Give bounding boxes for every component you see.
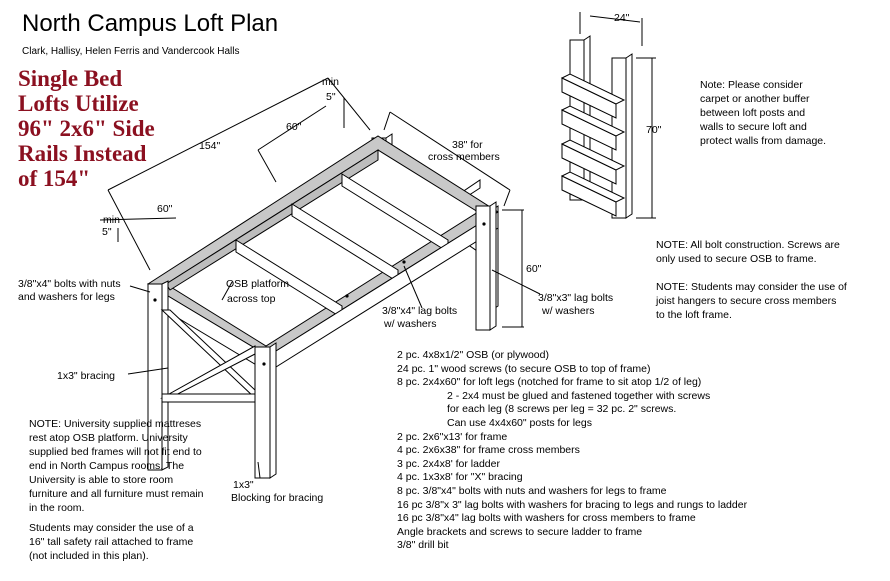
- material-item: 24 pc. 1" wood screws (to secure OSB to …: [397, 362, 651, 375]
- note-line: Students may consider the use of a: [29, 522, 194, 534]
- materials-list: 2 pc. 4x8x1/2" OSB (or plywood) 24 pc. 1…: [397, 349, 747, 553]
- note-line: rest atop OSB platform. University: [29, 432, 188, 444]
- dim-ladder-height: 70": [646, 124, 662, 136]
- label-lag-4: 3/8"x4" lag bolts: [382, 305, 458, 317]
- dim-5-left: 5": [102, 226, 112, 238]
- note-bolt: NOTE: All bolt construction. Screws are …: [656, 238, 840, 266]
- dim-min-left: min: [103, 214, 120, 226]
- note-joist: NOTE: Students may consider the use of j…: [656, 280, 847, 322]
- note-rail: Students may consider the use of a 16" t…: [29, 521, 194, 563]
- note-line: carpet or another buffer: [700, 93, 810, 105]
- callout-line: 96" 2x6" Side: [18, 116, 155, 141]
- note-line: supplied bed frames will not fit end to: [29, 446, 202, 458]
- front-right-leg: [254, 342, 277, 479]
- callout-line: Rails Instead: [18, 141, 147, 166]
- note-line: between loft posts and: [700, 107, 806, 119]
- note-line: joist hangers to secure cross members: [656, 295, 837, 307]
- dim-ladder-width: 24": [614, 12, 630, 24]
- x-bracing-front: [160, 309, 256, 400]
- material-item: 4 pc. 1x3x8' for "X" bracing: [397, 471, 523, 484]
- label-blocking: Blocking for bracing: [231, 492, 324, 504]
- label-bolts-legs: 3/8"x4" bolts with nuts: [18, 278, 121, 290]
- dim-60-height: 60": [526, 263, 542, 275]
- material-item: 2 pc. 4x8x1/2" OSB (or plywood): [397, 349, 549, 361]
- label-lag-4-2: w/ washers: [384, 318, 437, 330]
- material-item: 8 pc. 2x4x60" for loft legs (notched for…: [397, 376, 702, 389]
- material-item: 4 pc. 2x6x38" for frame cross members: [397, 444, 580, 457]
- callout-note: Single Bed Lofts Utilize 96" 2x6" Side R…: [18, 66, 155, 191]
- note-line: only used to secure OSB to frame.: [656, 253, 817, 265]
- dim-38-for: 38" for: [452, 139, 483, 151]
- ladder: [560, 12, 656, 219]
- label-lag-3-2: w/ washers: [542, 305, 595, 317]
- label-bolts-legs-2: and washers for legs: [18, 291, 115, 303]
- material-item: 16 pc 3/8"x4" lag bolts with washers for…: [397, 512, 696, 525]
- callout-line: Single Bed: [18, 66, 123, 91]
- note-line: University is able to store room: [29, 474, 174, 486]
- loft-frame: [147, 133, 499, 479]
- material-item: 3/8" drill bit: [397, 539, 449, 552]
- note-carpet: Note: Please consider carpet or another …: [700, 78, 826, 148]
- note-line: end in North Campus rooms. The: [29, 460, 185, 472]
- material-item: for each leg (8 screws per leg = 32 pc. …: [447, 403, 677, 416]
- material-item: Angle brackets and screws to secure ladd…: [397, 525, 643, 538]
- cross-members: [235, 173, 449, 319]
- material-item: Can use 4x4x60" posts for legs: [447, 416, 592, 429]
- dim-min-top: min: [322, 76, 339, 88]
- note-line: NOTE: All bolt construction. Screws are: [656, 239, 840, 251]
- label-blocking-size: 1x3": [233, 479, 254, 491]
- note-mattress: NOTE: University supplied mattreses rest…: [29, 417, 204, 515]
- dim-cross-members: cross members: [428, 151, 500, 163]
- blocking: [161, 393, 256, 403]
- page-title: North Campus Loft Plan: [22, 10, 279, 37]
- label-bracing: 1x3" bracing: [57, 370, 116, 382]
- label-lag-3: 3/8"x3" lag bolts: [538, 292, 614, 304]
- material-item: 2 pc. 2x6"x13' for frame: [397, 430, 508, 443]
- dim-154: 154": [199, 140, 221, 152]
- label-osb: OSB platform: [226, 278, 290, 290]
- note-line: NOTE: Students may consider the use of: [656, 281, 847, 293]
- dimension-lines: [99, 77, 541, 479]
- front-left-leg: [147, 280, 169, 471]
- note-line: to the loft frame.: [656, 309, 732, 321]
- note-line: (not included in this plan).: [29, 550, 149, 562]
- page-subtitle: Clark, Hallisy, Helen Ferris and Vanderc…: [22, 46, 240, 57]
- note-line: furniture and all furniture must remain: [29, 488, 204, 500]
- note-line: NOTE: University supplied mattreses: [29, 418, 202, 430]
- ladder-rungs: [560, 73, 626, 217]
- note-line: 16" tall safety rail attached to frame: [29, 536, 194, 548]
- note-line: Note: Please consider: [700, 79, 803, 91]
- material-item: 8 pc. 3/8"x4" bolts with nuts and washer…: [397, 484, 667, 497]
- dim-5-top: 5": [326, 91, 336, 103]
- bolt-dots: [153, 222, 486, 366]
- label-osb-2: across top: [227, 293, 276, 305]
- note-line: protect walls from damage.: [700, 135, 827, 147]
- material-item: 2 - 2x4 must be glued and fastened toget…: [447, 389, 711, 402]
- material-item: 16 pc 3/8"x 3" lag bolts with washers fo…: [397, 498, 748, 511]
- dim-60-left: 60": [157, 203, 173, 215]
- callout-line: Lofts Utilize: [18, 91, 139, 116]
- note-line: walls to secure loft and: [700, 121, 807, 133]
- back-front-leg: [475, 201, 497, 331]
- material-item: 3 pc. 2x4x8' for ladder: [397, 457, 500, 470]
- note-line: in the room.: [29, 502, 85, 514]
- dim-60-top: 60": [286, 121, 302, 133]
- callout-line: of 154": [18, 166, 91, 191]
